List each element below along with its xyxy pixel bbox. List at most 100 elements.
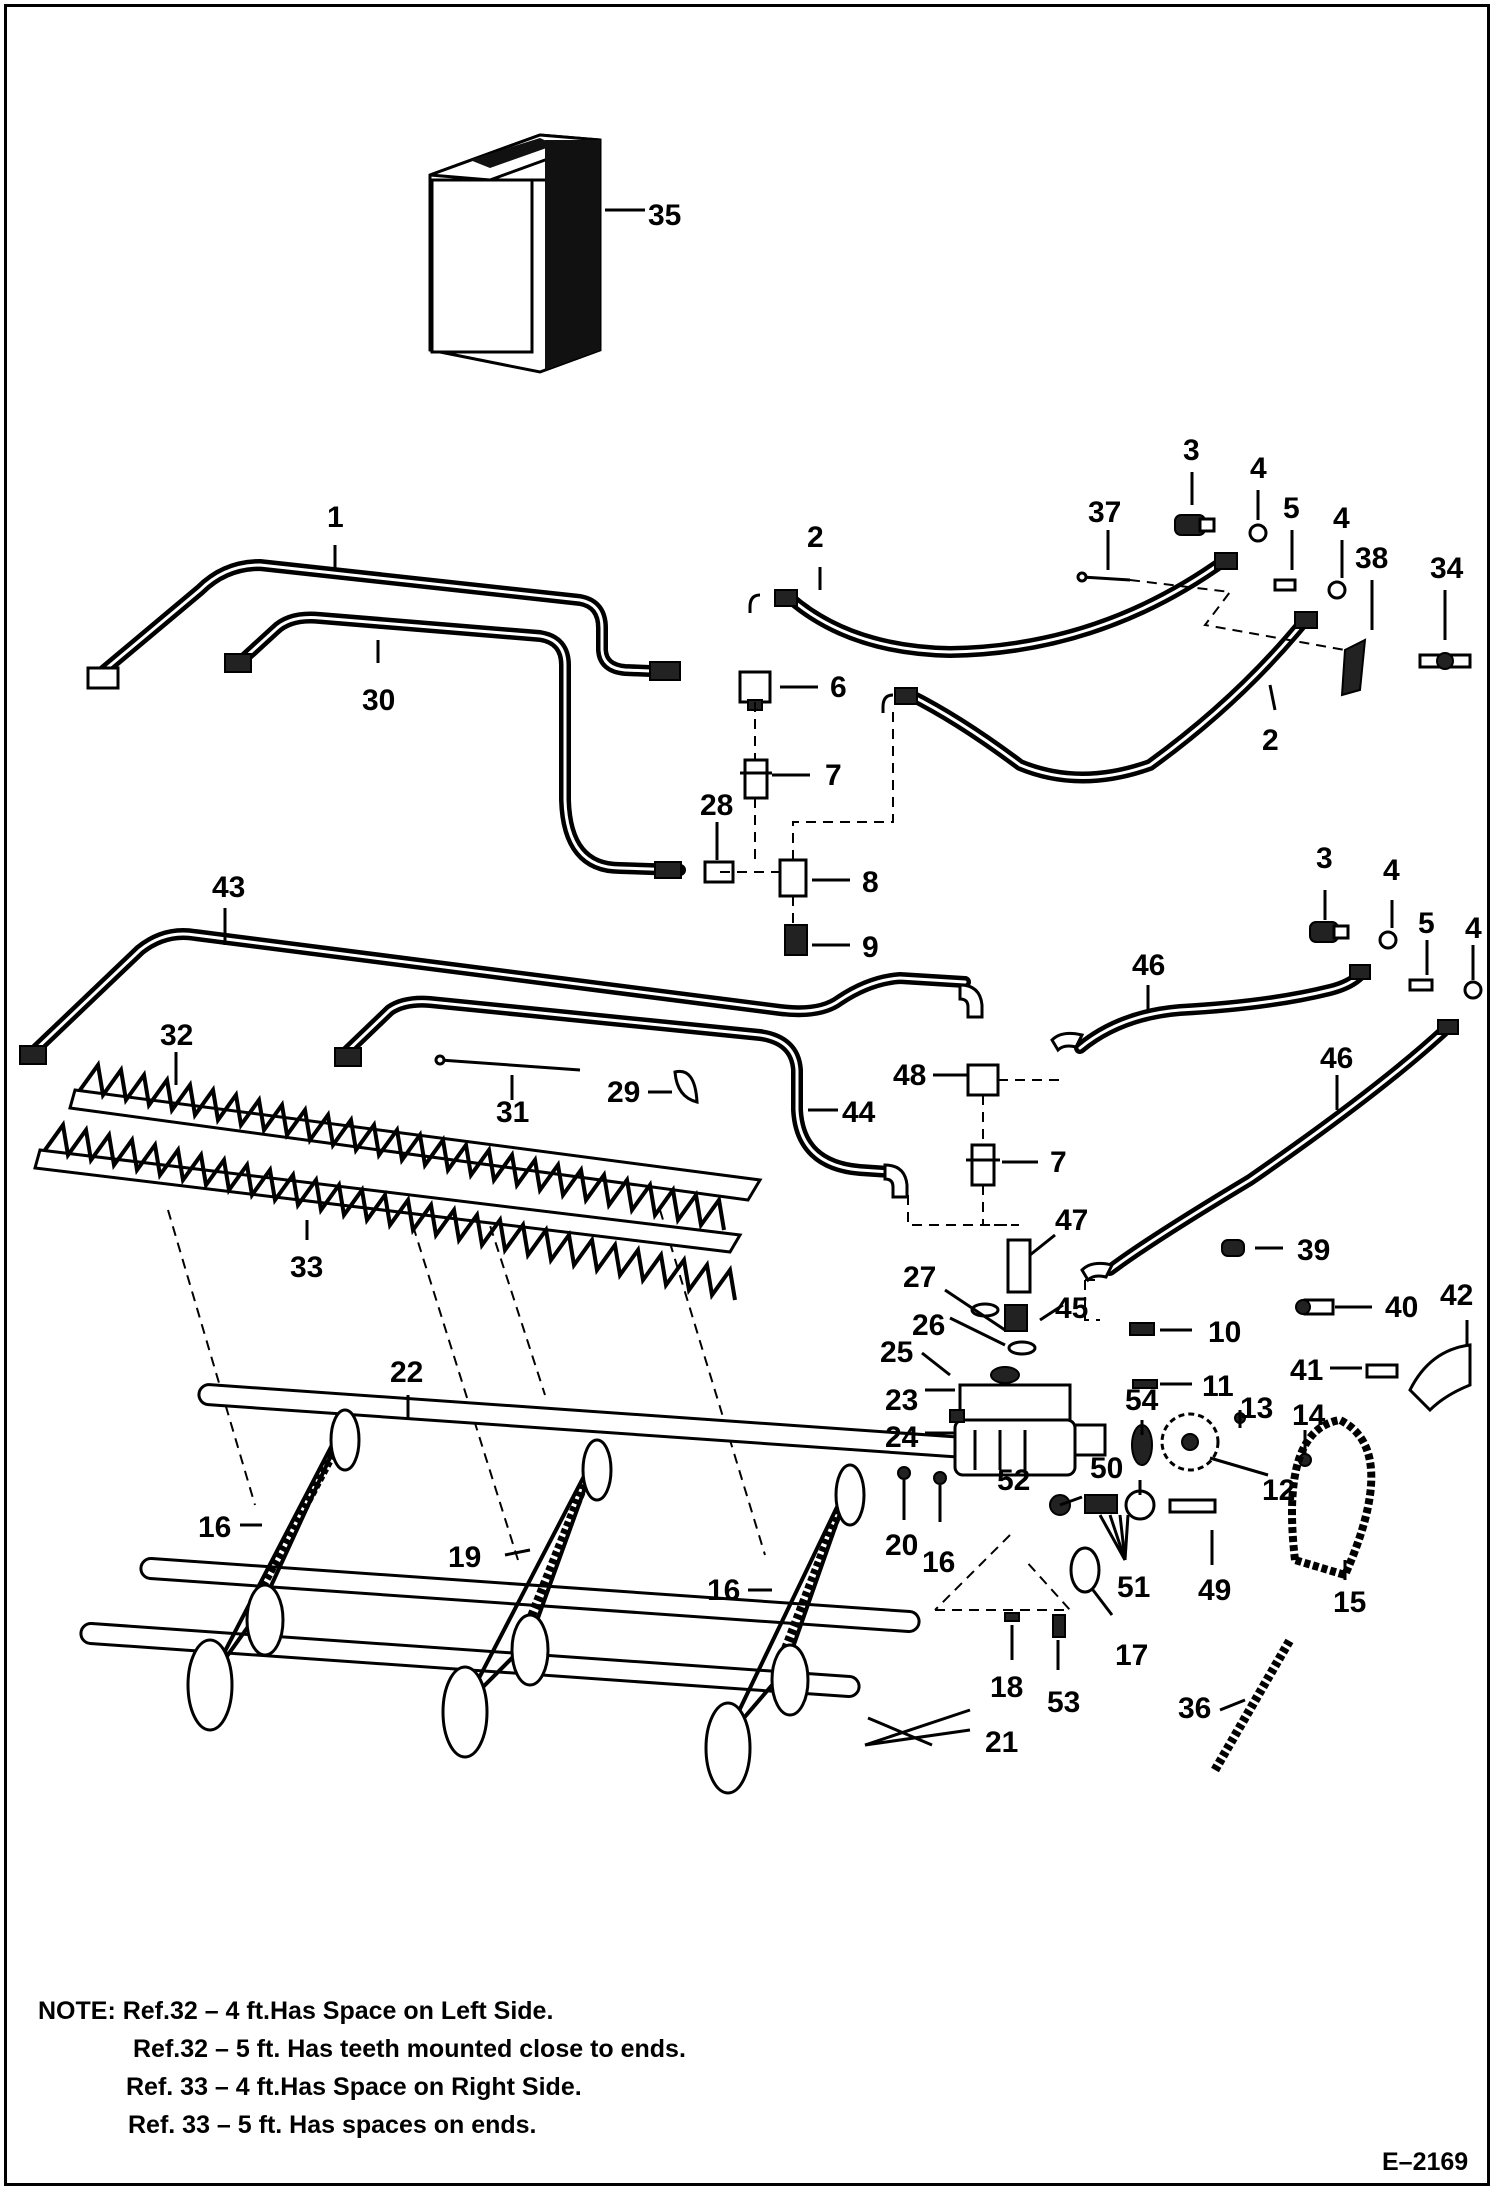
- callout-49: 49: [1198, 1574, 1231, 1607]
- fitting-4-upper-b: [1327, 580, 1347, 600]
- callout-3b: 3: [1316, 842, 1333, 875]
- sprocket-12: [1160, 1412, 1220, 1472]
- callout-50: 50: [1090, 1452, 1123, 1485]
- screw-53: [1052, 1614, 1066, 1638]
- drive-set-middle: [441, 1438, 613, 1759]
- callout-42: 42: [1440, 1279, 1473, 1312]
- drive-set-right: [704, 1463, 866, 1795]
- tee-7-lower: [966, 1143, 1000, 1187]
- callout-7: 7: [825, 759, 842, 792]
- callout-4b: 4: [1333, 502, 1350, 535]
- comb-32: [68, 1059, 763, 1231]
- bolt-41: [1365, 1363, 1399, 1379]
- callout-22: 22: [390, 1356, 423, 1389]
- callout-5b: 5: [1418, 907, 1435, 940]
- bolt-49: [1168, 1498, 1217, 1514]
- fitting-4-lower-a: [1378, 930, 1398, 950]
- note-line: Ref. 33 – 5 ft. Has spaces on ends.: [128, 2111, 537, 2139]
- callout-4d: 4: [1465, 912, 1482, 945]
- callout-2b: 2: [1262, 724, 1279, 757]
- note-line: NOTE: Ref.32 – 4 ft.Has Space on Left Si…: [38, 1997, 554, 2025]
- drive-set-left: [186, 1408, 361, 1732]
- wedge-29: [673, 1069, 699, 1104]
- callout-4c: 4: [1383, 854, 1400, 887]
- spacers-51: [1084, 1494, 1118, 1514]
- nut-19: [933, 1471, 947, 1485]
- fitting-4-lower-b: [1463, 980, 1483, 1000]
- nut-20: [897, 1466, 911, 1480]
- fitting-40: [1295, 1298, 1335, 1316]
- callout-18: 18: [990, 1671, 1023, 1704]
- hose-44: [334, 995, 909, 1199]
- callout-46: 46: [1132, 949, 1165, 982]
- callout-54: 54: [1125, 1384, 1159, 1417]
- bolt-37: [1076, 571, 1131, 583]
- shaft-lower-a: [139, 1556, 921, 1634]
- hose-46-lower: [1080, 1019, 1459, 1283]
- hose-46-upper: [1050, 964, 1371, 1054]
- clamp-34: [1418, 652, 1472, 670]
- motor-assembly: [949, 1366, 1107, 1477]
- hub-17: [1069, 1546, 1101, 1594]
- callout-16-middle: 19: [448, 1541, 481, 1574]
- callout-39: 39: [1297, 1234, 1330, 1267]
- fitting-28: [703, 860, 735, 884]
- callout-43: 43: [212, 871, 245, 904]
- callout-14: 14: [1292, 1399, 1326, 1432]
- drawing-number: E–2169: [1382, 2148, 1469, 2176]
- guard-42: [1408, 1343, 1472, 1413]
- callout-37: 37: [1088, 496, 1121, 529]
- callout-24: 24: [885, 1421, 919, 1454]
- callout-6: 6: [830, 671, 847, 704]
- callout-31: 31: [496, 1096, 529, 1129]
- fitting-5-lower: [1408, 978, 1434, 992]
- leader-lines: [174, 208, 1475, 1747]
- note-line: Ref. 33 – 4 ft.Has Space on Right Side.: [126, 2073, 582, 2101]
- callout-2: 2: [807, 521, 824, 554]
- callout-3: 3: [1183, 434, 1200, 467]
- callout-28: 28: [700, 789, 733, 822]
- chain-15: [1288, 1415, 1376, 1580]
- callout-10: 10: [1208, 1316, 1241, 1349]
- hose-1: [86, 559, 681, 690]
- callout-47: 47: [1055, 1204, 1088, 1237]
- fitting-5-upper: [1273, 578, 1297, 592]
- fitting-9: [784, 924, 808, 956]
- part-39: [1221, 1239, 1245, 1257]
- callout-36: 36: [1178, 1692, 1211, 1725]
- plug-10: [1129, 1322, 1155, 1336]
- fitting-3-lower: [1309, 921, 1350, 943]
- callout-4: 4: [1250, 452, 1267, 485]
- callout-48: 48: [893, 1059, 926, 1092]
- callout-5: 5: [1283, 492, 1300, 525]
- comb-33: [33, 1119, 743, 1301]
- callout-16-left: 16: [198, 1511, 231, 1544]
- diagram-frame: [4, 4, 1490, 2186]
- callout-30: 30: [362, 684, 395, 717]
- callout-44: 44: [842, 1096, 876, 1129]
- tee-48: [966, 1063, 1000, 1097]
- hose-30: [224, 611, 686, 879]
- key-18: [1004, 1612, 1020, 1622]
- callout-41: 41: [1290, 1354, 1323, 1387]
- callout-29: 29: [607, 1076, 640, 1109]
- callout-32: 32: [160, 1019, 193, 1052]
- callout-1: 1: [327, 501, 344, 534]
- note-line: Ref.32 – 5 ft. Has teeth mounted close t…: [133, 2035, 686, 2063]
- callout-labels: 35 1 2 3 4 5 4 37 38 34 30 6 2 7 28 8 9 …: [160, 199, 1482, 1759]
- callout-15: 15: [1333, 1586, 1366, 1619]
- fitting-3-upper: [1174, 514, 1216, 536]
- oring-27: [970, 1302, 1037, 1356]
- callout-34: 34: [1430, 552, 1464, 585]
- callout-25: 25: [880, 1336, 913, 1369]
- hose-2-upper: [748, 552, 1238, 658]
- pin-11: [1132, 1379, 1158, 1389]
- hose-43: [19, 928, 984, 1065]
- callout-52: 52: [997, 1464, 1030, 1497]
- rod-31: [434, 1054, 581, 1072]
- callout-45: 45: [1055, 1292, 1088, 1325]
- callout-27: 27: [903, 1261, 936, 1294]
- chain-36: [1211, 1637, 1294, 1773]
- callout-9: 9: [862, 931, 879, 964]
